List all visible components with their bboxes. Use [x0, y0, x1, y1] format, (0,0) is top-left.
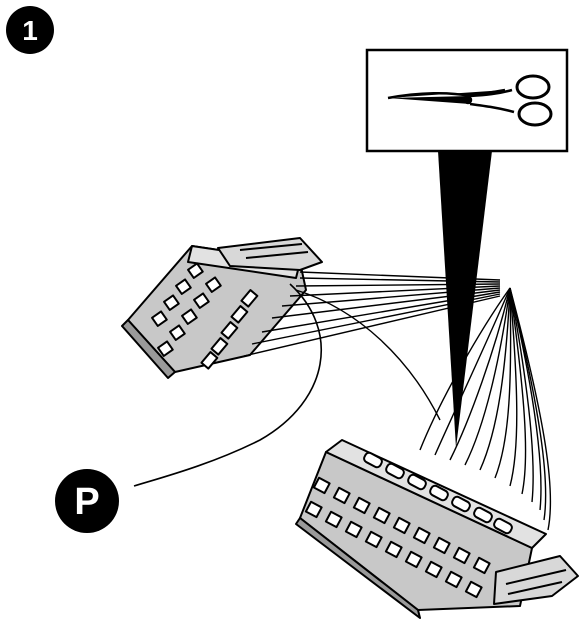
p-callout: P — [55, 469, 119, 533]
wire-bundle-right — [419, 287, 552, 531]
wire-bundle-left — [243, 271, 501, 357]
callout-pointer — [438, 151, 492, 448]
scissors-icon — [387, 74, 553, 127]
left-connector — [121, 237, 323, 379]
step-badge: 1 — [6, 6, 54, 54]
wire-loop — [295, 289, 441, 421]
right-connector — [295, 439, 579, 619]
cut-instruction-callout — [365, 48, 569, 448]
wire-to-p — [133, 283, 322, 487]
p-label: P — [74, 481, 99, 523]
step-number: 1 — [22, 15, 38, 46]
